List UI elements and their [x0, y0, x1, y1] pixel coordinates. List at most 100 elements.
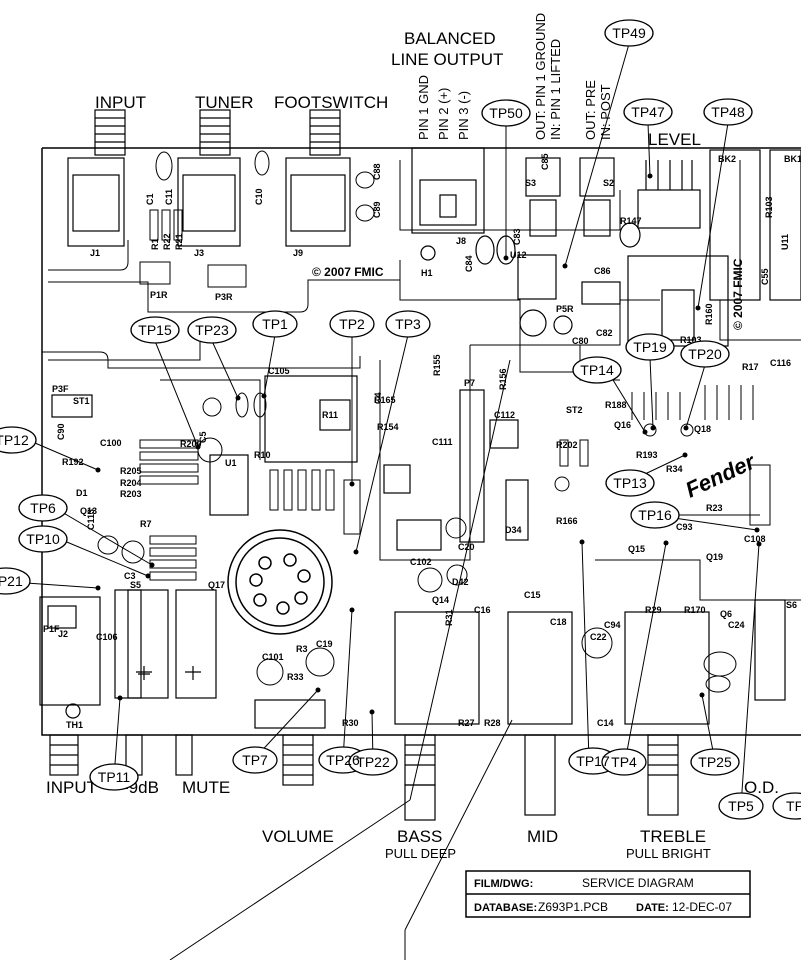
tp-partial-label: TP — [786, 798, 801, 814]
part-st1: ST1 — [73, 396, 90, 406]
part-c8: C5 — [198, 431, 208, 443]
treble-sub-label: PULL BRIGHT — [626, 846, 711, 861]
title-block — [465, 870, 751, 918]
tp1-label: TP1 — [262, 316, 288, 332]
tp26-label: TP26 — [326, 752, 360, 768]
part-c14: C14 — [597, 718, 614, 728]
part-p1f: P1F — [43, 624, 60, 634]
part-r31: R31 — [444, 609, 454, 626]
part-r1: R1 — [150, 238, 160, 250]
part-q19: Q19 — [706, 552, 723, 562]
part-d1: D1 — [76, 488, 88, 498]
part-r192: R192 — [62, 457, 84, 467]
part-r160: R155 — [432, 354, 442, 376]
part-c111: R156 — [498, 368, 508, 390]
part-s3: S3 — [525, 178, 536, 188]
part-d42: Q14 — [432, 595, 449, 605]
pre-post-1: OUT: PRE — [583, 80, 598, 140]
part-u13: C102 — [410, 557, 432, 567]
tp47-label: TP47 — [631, 104, 665, 120]
ground-switch-1: OUT: PIN 1 GROUND — [533, 13, 548, 140]
tp11-label: TP11 — [98, 769, 131, 785]
tp16-label: TP16 — [638, 507, 672, 523]
part-j8: J8 — [456, 236, 466, 246]
part-c83: C83 — [512, 228, 522, 245]
pcb-outline — [41, 147, 801, 736]
part-r200: R200 — [180, 439, 202, 449]
jack-components — [139, 150, 375, 288]
film-value: SERVICE DIAGRAM — [582, 876, 694, 890]
copyright-right: © 2007 FMIC — [731, 258, 745, 330]
part-r155: R165 — [374, 395, 396, 405]
tp23-label: TP23 — [195, 322, 229, 338]
part-s5: Q17 — [208, 580, 225, 590]
tp10-label: TP10 — [26, 531, 60, 547]
tp12-label: TP12 — [0, 432, 29, 448]
part-c89: C89 — [372, 201, 382, 218]
input-jack — [67, 109, 126, 247]
part-q18: R202 — [556, 440, 578, 450]
part-s2: S2 — [603, 178, 614, 188]
volume-label: VOLUME — [262, 827, 334, 846]
balanced-line-2: LINE OUTPUT — [391, 50, 503, 69]
tp13-label: TP13 — [613, 475, 647, 491]
part-j3: J3 — [194, 248, 204, 258]
part-j1: J1 — [90, 248, 100, 258]
part-h1: H1 — [421, 268, 433, 278]
part-u11: R103 — [680, 335, 702, 345]
database-label: DATABASE: — [474, 902, 537, 914]
part-c10: C10 — [254, 188, 264, 205]
part-j9: J9 — [293, 248, 303, 258]
tp48-label: TP48 — [711, 104, 745, 120]
part-c101: C101 — [262, 652, 284, 662]
tp15-label: TP15 — [138, 322, 172, 338]
tp-markers — [95, 173, 762, 715]
part-r195: R23 — [706, 503, 723, 513]
tp3-label: TP3 — [395, 316, 421, 332]
part-c17: C18 — [550, 617, 567, 627]
part-c85: C85 — [540, 153, 550, 170]
balanced-line-1: BALANCED — [404, 29, 496, 48]
front-switches — [39, 589, 786, 719]
part-c22: C94 — [604, 620, 621, 630]
part-c102: D42 — [452, 577, 469, 587]
part-p3f: P3F — [52, 384, 69, 394]
part-u1: U1 — [225, 458, 237, 468]
tp6-label: TP6 — [30, 500, 56, 516]
pin-1-label: PIN 1 GND — [416, 75, 431, 140]
tp-labels: TP49 TP50 TP47 TP48 TP15 TP23 TP1 TP2 TP… — [0, 25, 801, 814]
database-value: Z693P1.PCB — [538, 900, 608, 914]
part-r202: R193 — [636, 450, 658, 460]
part-r28: R28 — [484, 718, 501, 728]
tp2-label: TP2 — [339, 316, 365, 332]
part-r33: R33 — [287, 672, 304, 682]
part-c112: R11 — [322, 410, 338, 420]
part-c106: C106 — [96, 632, 118, 642]
input-jack-label: INPUT — [95, 93, 146, 112]
part-r17: R17 — [742, 362, 759, 372]
part-r165: R154 — [377, 422, 399, 432]
tp5-label: TP5 — [728, 798, 754, 814]
part-c84: C84 — [464, 255, 474, 272]
part-c99: R7 — [140, 519, 152, 529]
part-j2: J2 — [58, 629, 68, 639]
part-c1: C1 — [145, 193, 155, 205]
part-q14: R166 — [556, 516, 578, 526]
level-label: LEVEL — [648, 130, 701, 149]
part-r91: R103 — [764, 196, 774, 218]
tp17-label: TP17 — [576, 753, 610, 769]
tp-leader-lines — [11, 43, 760, 960]
part-c4: C105 — [268, 366, 290, 376]
ground-switch-2: IN: PIN 1 LIFTED — [548, 39, 563, 140]
part-c87: C82 — [596, 328, 613, 338]
part-c5: R10 — [254, 450, 271, 460]
fender-logo: Fender — [682, 448, 760, 502]
part-c90: C90 — [56, 423, 66, 440]
part-u14: P7 — [464, 378, 475, 388]
part-p8: D34 — [505, 525, 522, 535]
tp20-label: TP20 — [688, 346, 722, 362]
part-r203: R203 — [120, 489, 142, 499]
part-c18: C22 — [590, 632, 607, 642]
level-pot — [619, 149, 801, 347]
treble-label: TREBLE — [640, 827, 706, 846]
